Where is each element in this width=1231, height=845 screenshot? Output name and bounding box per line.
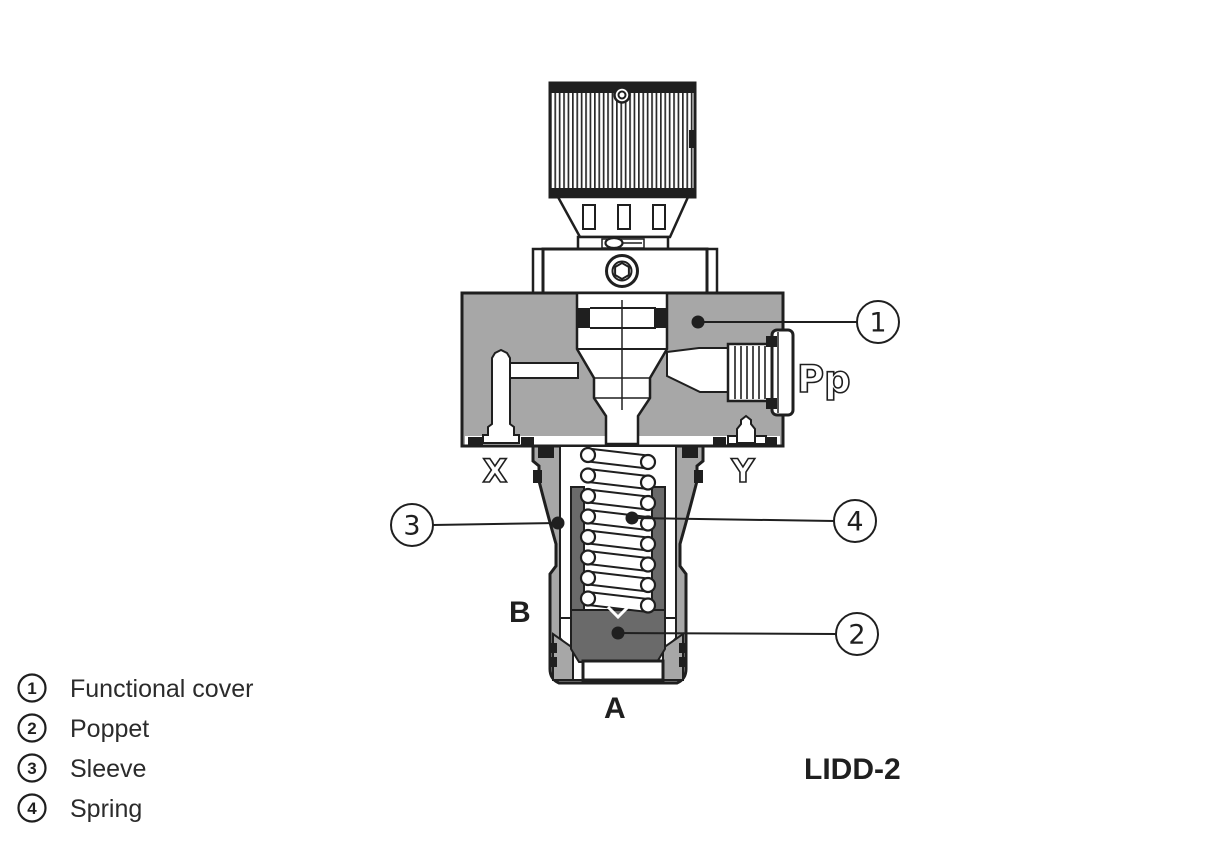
spindle-seal — [577, 308, 590, 328]
knob-side-notch — [689, 130, 696, 148]
legend-item-1: 1 Functional cover — [17, 673, 253, 703]
poppet-nose-chevron — [606, 605, 630, 620]
callout-balloon — [835, 612, 879, 656]
callout-4: 4 — [625, 499, 877, 543]
oring-seal — [521, 437, 534, 445]
legend-balloon — [17, 713, 47, 743]
legend-label: Sleeve — [70, 755, 146, 783]
port-a-opening — [581, 659, 665, 682]
callout-2: 2 — [611, 612, 879, 656]
spring-coil — [579, 528, 657, 553]
oring-seal — [713, 437, 726, 445]
legend-balloon — [17, 793, 47, 823]
oring-seal — [765, 437, 777, 445]
left-vertical-gallery — [482, 348, 520, 444]
plug-seal — [766, 398, 777, 409]
legend-number: 1 — [27, 679, 36, 698]
legend-item-3: 3 Sleeve — [17, 753, 146, 783]
legend-item-4: 4 Spring — [17, 793, 142, 823]
callout-dot — [625, 511, 639, 525]
callout-3: 3 — [390, 503, 565, 547]
legend: 1 Functional cover 2 Poppet 3 Sleeve 4 S… — [17, 673, 253, 823]
callout-balloon — [856, 300, 900, 344]
spring-coil — [579, 590, 657, 614]
sleeve-oring — [682, 447, 698, 458]
callout-1: 1 — [691, 300, 900, 344]
legend-label: Poppet — [70, 715, 149, 743]
sleeve-oring — [538, 447, 554, 458]
knob-bottom-band — [550, 188, 695, 197]
callout-balloon — [833, 499, 877, 543]
callout-leader — [432, 522, 559, 526]
plug-seal — [766, 336, 777, 347]
legend-balloon — [17, 673, 47, 703]
callout-balloon — [390, 503, 434, 547]
legend-number: 3 — [27, 759, 36, 778]
spring-coil — [579, 508, 657, 532]
skirt-slot — [582, 204, 596, 230]
spring-coil — [579, 467, 657, 491]
foot-seal — [679, 657, 687, 667]
spring — [579, 446, 657, 620]
callout-number: 3 — [403, 511, 420, 542]
port-label-y: Y — [730, 452, 755, 490]
spindle-seal — [654, 308, 667, 328]
port-label-pp: Pp — [797, 358, 851, 401]
sleeve-oring — [533, 470, 542, 483]
callout-dot — [691, 315, 705, 329]
foot-seal — [549, 657, 557, 667]
right-pedestal — [736, 414, 756, 444]
pilot-plug — [726, 328, 795, 417]
spring-coil — [579, 487, 657, 512]
oring-seal — [468, 437, 483, 445]
callout-number: 4 — [846, 507, 863, 538]
spring-coil — [579, 569, 657, 594]
foot-seal — [679, 643, 687, 653]
knob-set-screw-center — [617, 90, 627, 100]
legend-label: Functional cover — [70, 675, 253, 703]
legend-item-2: 2 Poppet — [17, 713, 149, 743]
legend-number: 4 — [27, 799, 37, 818]
port-label-x: X — [483, 452, 508, 490]
collar-nut-icon — [604, 236, 624, 250]
callout-leader — [617, 632, 837, 635]
legend-balloon — [17, 753, 47, 783]
legend-label: Spring — [70, 795, 142, 823]
skirt-slot — [617, 204, 631, 230]
functional-cover-body — [460, 291, 795, 448]
adjustment-knob — [548, 81, 697, 251]
port-label-b: B — [509, 596, 531, 629]
callout-number: 2 — [848, 620, 865, 651]
callout-dot — [551, 516, 565, 530]
left-horizontal-gallery — [509, 362, 579, 379]
sleeve-oring — [694, 470, 703, 483]
foot-seal — [549, 643, 557, 653]
callout-number: 1 — [869, 308, 886, 339]
adjusting-spindle — [575, 291, 669, 446]
model-label: LIDD-2 — [804, 753, 901, 786]
port-label-a: A — [604, 692, 626, 725]
spring-coil — [579, 549, 657, 573]
spring-coil — [579, 446, 657, 471]
callout-dot — [611, 626, 625, 640]
callout-leader — [631, 517, 835, 522]
hex-socket — [614, 261, 630, 281]
upper-cover-block — [531, 247, 719, 295]
legend-number: 2 — [27, 719, 36, 738]
skirt-slot — [652, 204, 666, 230]
